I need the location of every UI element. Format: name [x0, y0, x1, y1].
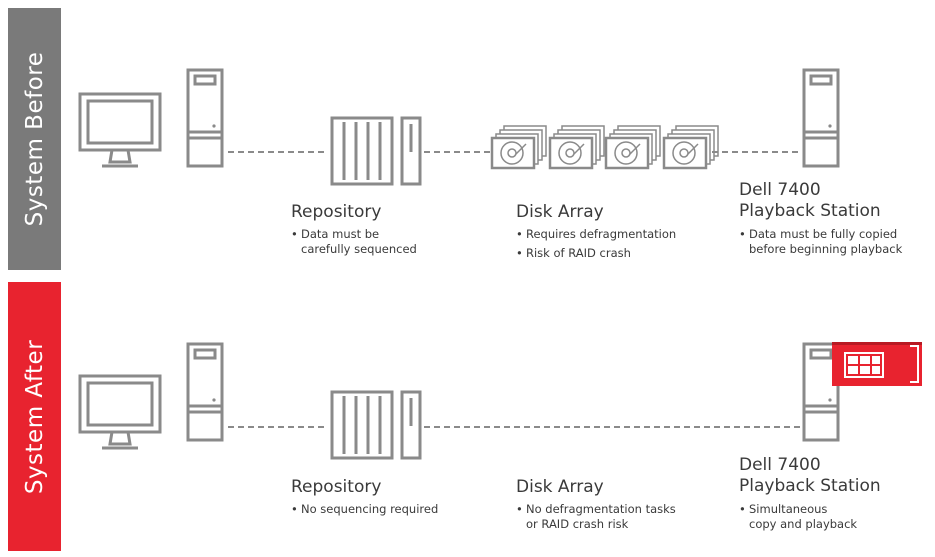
tower-pc-icon: [186, 342, 224, 442]
bullet-item: •Risk of RAID crash: [516, 246, 631, 260]
bullet-item: •No sequencing required: [291, 502, 439, 516]
hard-disk-icon: [490, 124, 548, 170]
tower-pc-icon: [802, 68, 840, 168]
disk-array-bullets: •Requires defragmentation •Risk of RAID …: [516, 227, 676, 261]
desktop-monitor-icon: [78, 92, 162, 168]
hard-disk-icon: [548, 124, 606, 170]
storage-rack-icon: [330, 116, 422, 186]
desktop-monitor-icon: [78, 374, 162, 450]
hard-disk-icon: [662, 124, 720, 170]
repository-title: Repository: [291, 202, 382, 222]
disk-array-title: Disk Array: [516, 202, 604, 222]
pcie-card-icon: [831, 341, 923, 387]
hard-disk-icon: [604, 124, 662, 170]
system-after-band: System After: [8, 282, 61, 551]
repository-title: Repository: [291, 477, 382, 497]
disk-array-title: Disk Array: [516, 477, 604, 497]
repository-bullets: •No sequencing required: [291, 502, 438, 517]
storage-rack-icon: [330, 390, 422, 460]
bullet-item: •Requires defragmentation: [516, 227, 677, 241]
tower-pc-icon: [186, 68, 224, 168]
system-before-band: System Before: [8, 8, 61, 270]
